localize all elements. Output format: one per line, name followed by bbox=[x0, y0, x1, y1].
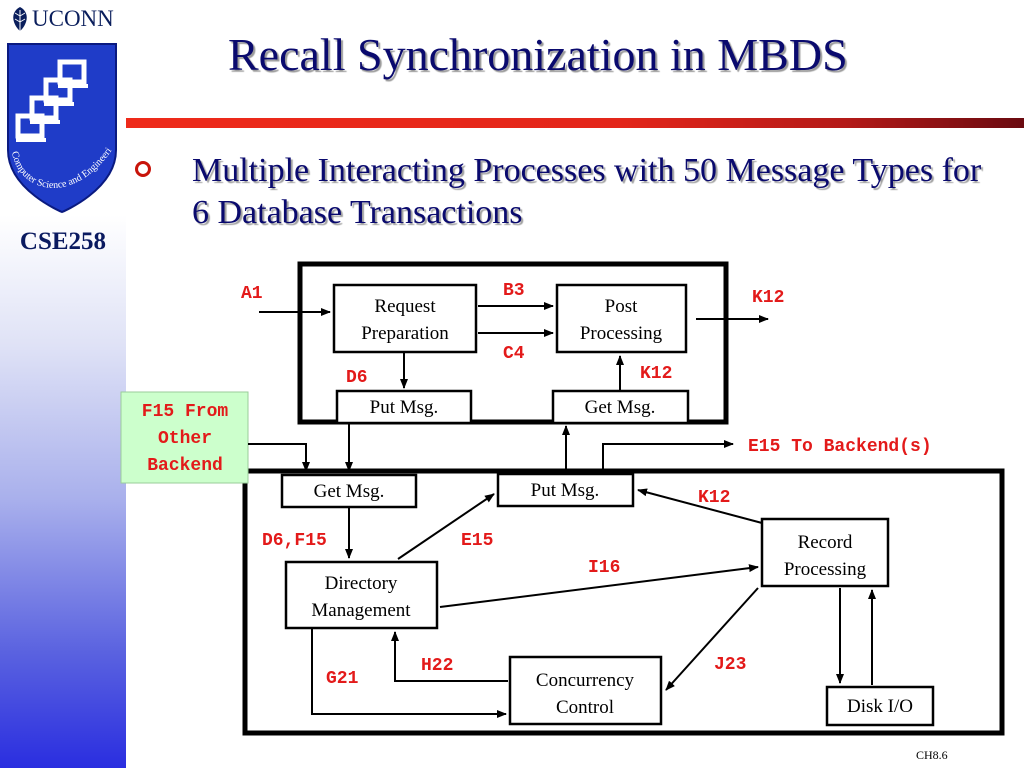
bullet-text: Multiple Interacting Processes with 50 M… bbox=[192, 152, 982, 231]
record-processing-node: Record Processing bbox=[760, 517, 890, 588]
edge-label-i16: I16 bbox=[588, 558, 620, 578]
arrow-k12-bottom bbox=[637, 488, 763, 524]
edge-label-k12-top: K12 bbox=[640, 364, 672, 384]
cse-seal-logo: Computer Science and Engineering bbox=[2, 40, 117, 214]
edge-label-g21: G21 bbox=[326, 669, 359, 689]
get-msg-bottom-node: Get Msg. bbox=[280, 473, 418, 509]
directory-management-node: Directory Management bbox=[284, 560, 439, 630]
frontend-frame bbox=[297, 261, 729, 425]
uconn-oak-leaf-icon bbox=[13, 7, 27, 32]
post-processing-node: Post Processing bbox=[555, 283, 688, 354]
post-processing-label-1: Post bbox=[605, 296, 638, 317]
other-backend-label-3: Backend bbox=[147, 456, 223, 476]
request-preparation-label-1: Request bbox=[374, 296, 436, 317]
record-processing-label-1: Record bbox=[798, 532, 853, 553]
directory-management-label-1: Directory bbox=[325, 573, 398, 594]
arrow-g21 bbox=[311, 628, 507, 718]
uconn-logo-text: UCONN bbox=[32, 6, 114, 31]
edge-label-e15: E15 bbox=[461, 531, 493, 551]
edge-label-h22: H22 bbox=[421, 656, 453, 676]
slide-number: CH8.6 bbox=[916, 748, 948, 762]
directory-management-label-2: Management bbox=[311, 600, 411, 621]
slide-title: Recall Synchronization in MBDS bbox=[228, 29, 848, 80]
title-divider bbox=[126, 118, 1024, 128]
other-backend-label-2: Other bbox=[158, 429, 212, 449]
edge-label-k12-out: K12 bbox=[752, 288, 784, 308]
sidebar: UCONN Computer Science and Engineering C… bbox=[0, 0, 126, 768]
arrow-e15-to-backend bbox=[602, 440, 734, 472]
arrow-j23 bbox=[665, 587, 759, 691]
bullet-ring-icon bbox=[135, 161, 151, 177]
put-msg-bottom-label: Put Msg. bbox=[531, 480, 600, 501]
post-processing-label-2: Processing bbox=[580, 323, 663, 344]
put-msg-bottom-node: Put Msg. bbox=[496, 472, 635, 508]
edge-label-e15-backend: E15 To Backend(s) bbox=[748, 437, 932, 457]
concurrency-control-node: Concurrency Control bbox=[508, 655, 663, 726]
edge-label-a1: A1 bbox=[241, 284, 263, 304]
put-msg-top-node: Put Msg. bbox=[335, 389, 473, 425]
edge-label-c4: C4 bbox=[503, 344, 525, 364]
record-processing-label-2: Processing bbox=[784, 559, 867, 580]
request-preparation-label-2: Preparation bbox=[361, 323, 449, 344]
get-msg-top-label: Get Msg. bbox=[585, 397, 656, 418]
get-msg-top-node: Get Msg. bbox=[551, 389, 690, 425]
request-preparation-node: Request Preparation bbox=[332, 283, 478, 354]
arrow-f15-from-backend bbox=[248, 443, 310, 472]
course-label: CSE258 bbox=[19, 228, 107, 255]
backend-frame bbox=[242, 468, 1005, 736]
disk-io-label: Disk I/O bbox=[847, 696, 913, 717]
arrow-h22 bbox=[391, 631, 508, 682]
edge-label-k12-bottom: K12 bbox=[698, 488, 730, 508]
concurrency-control-label-2: Control bbox=[556, 697, 614, 718]
edge-label-d6-f15: D6,F15 bbox=[262, 531, 327, 551]
edge-label-b3: B3 bbox=[503, 281, 525, 301]
other-backend-label-1: F15 From bbox=[142, 402, 229, 422]
disk-io-node: Disk I/O bbox=[825, 685, 935, 727]
edge-label-j23: J23 bbox=[714, 655, 746, 675]
get-msg-bottom-label: Get Msg. bbox=[314, 481, 385, 502]
put-msg-top-label: Put Msg. bbox=[370, 397, 439, 418]
edge-label-d6: D6 bbox=[346, 368, 368, 388]
concurrency-control-label-1: Concurrency bbox=[536, 670, 635, 691]
other-backend-node: F15 From Other Backend bbox=[120, 391, 249, 484]
arrow-e15 bbox=[397, 493, 495, 560]
arrow-i16 bbox=[439, 564, 759, 608]
